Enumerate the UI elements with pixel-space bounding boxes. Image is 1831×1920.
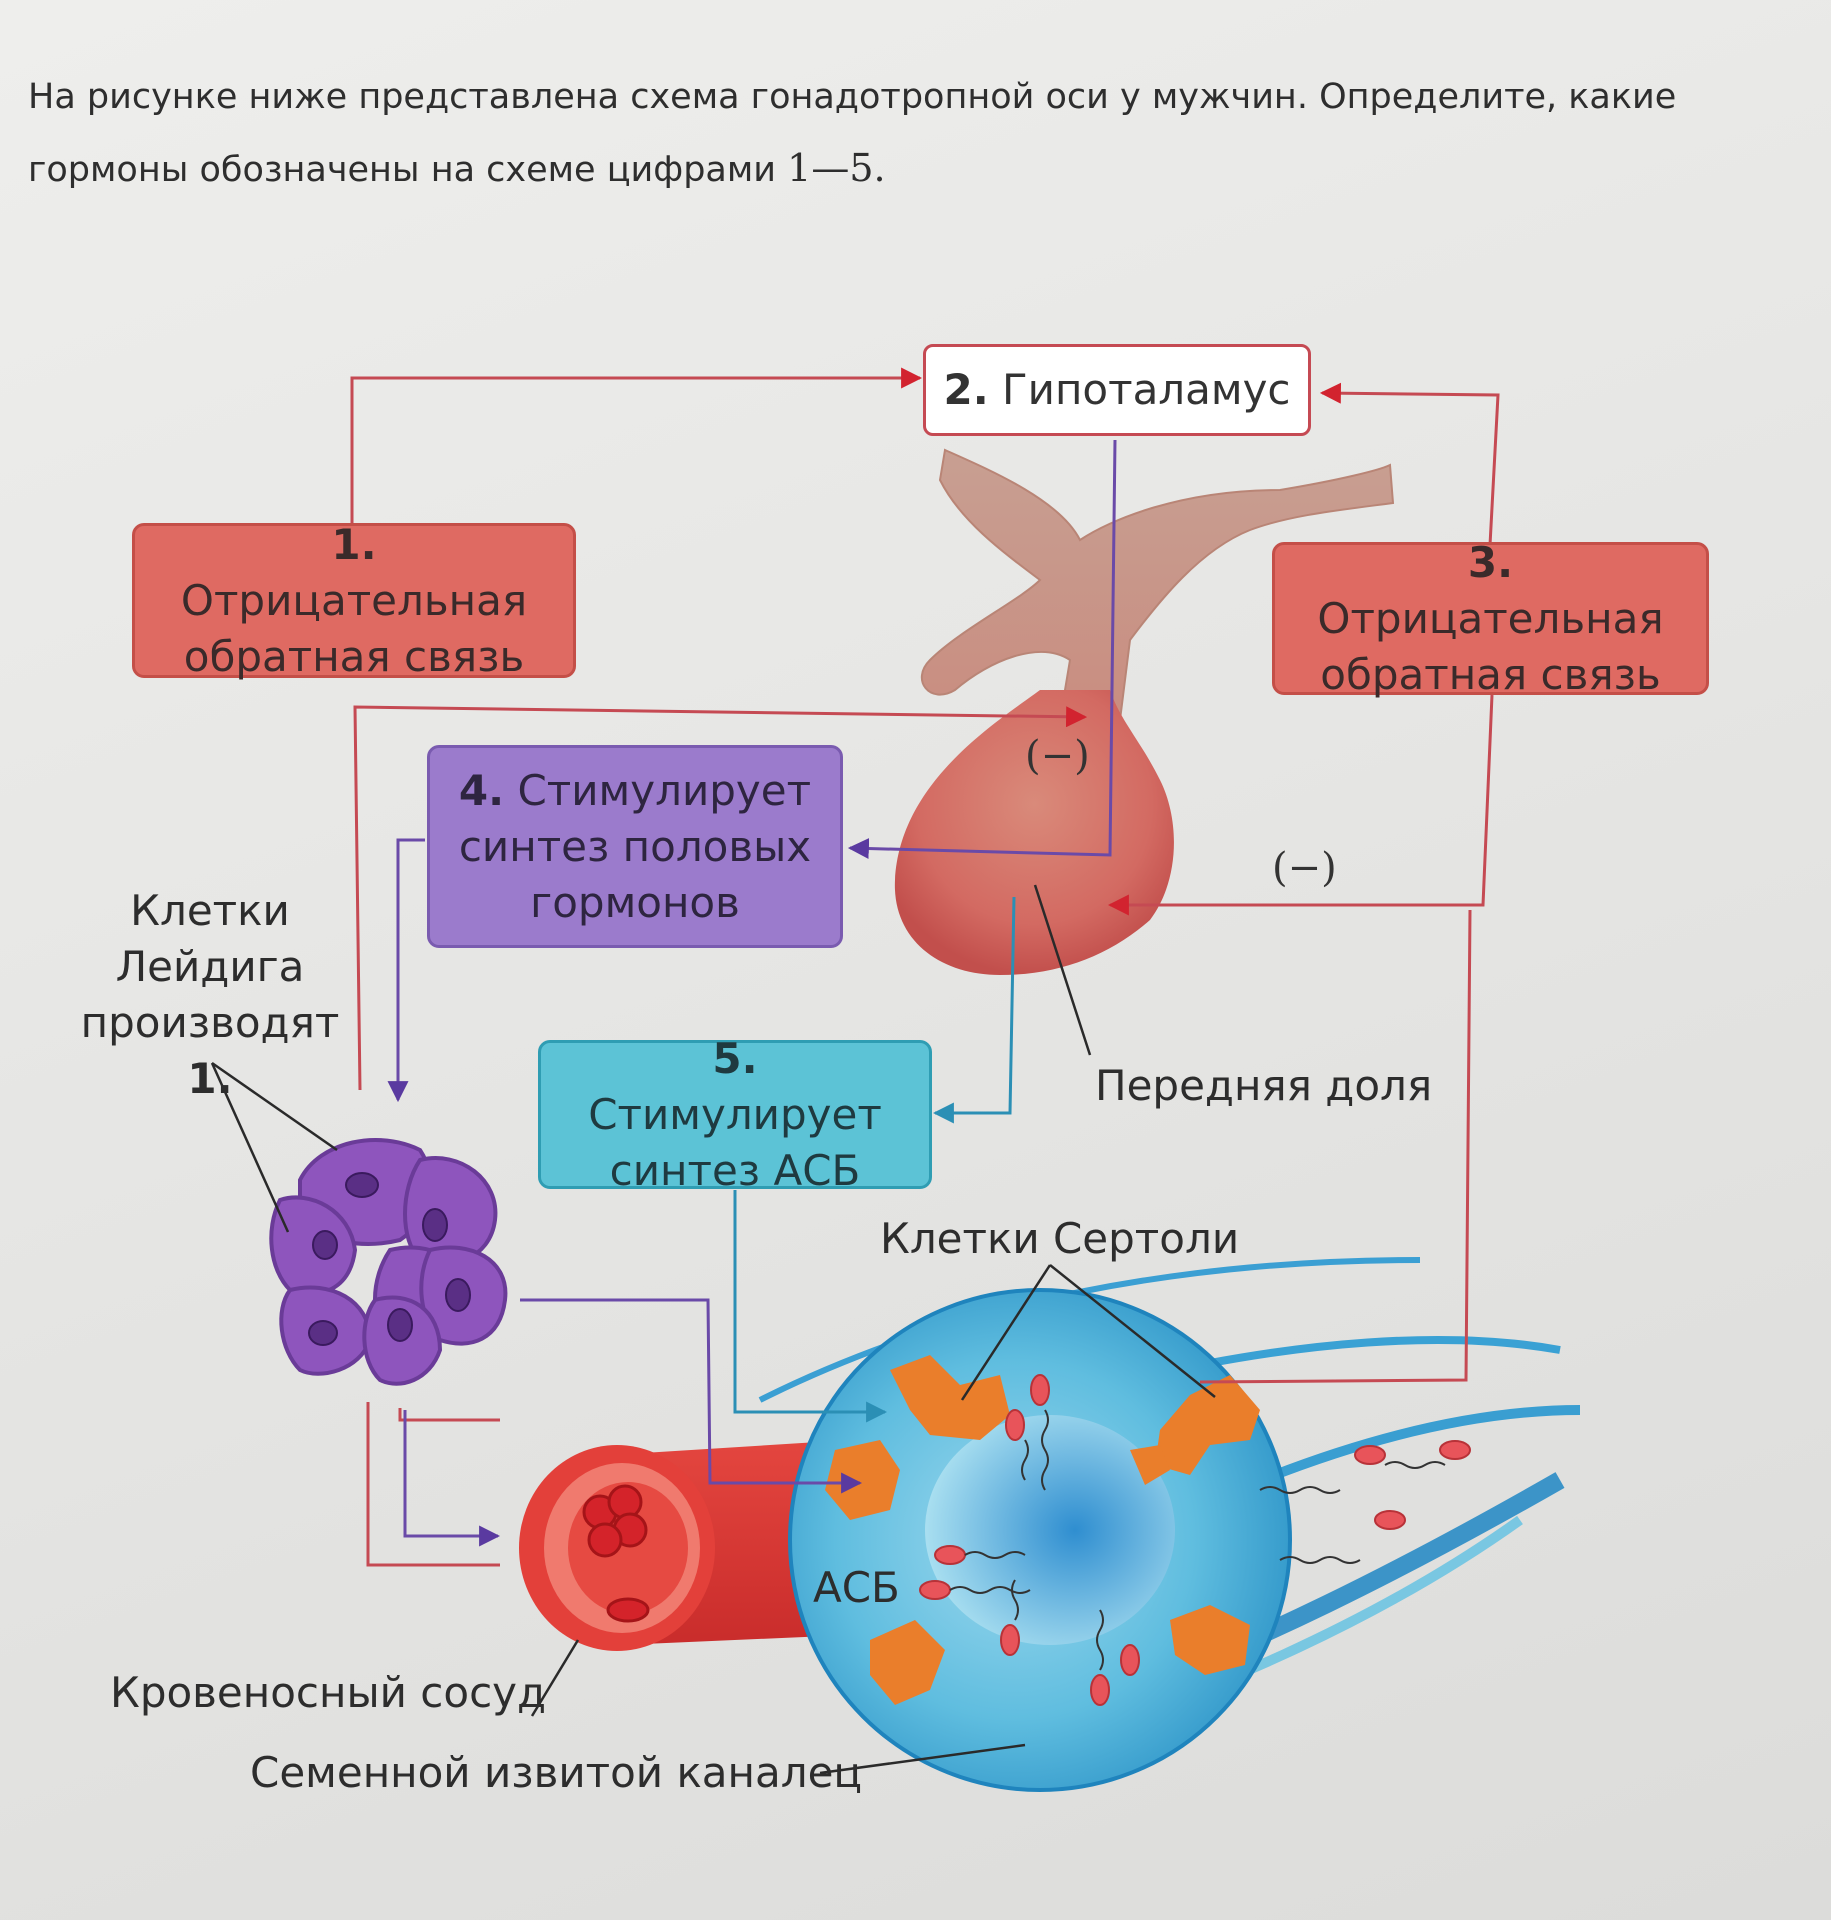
hypothalamus-box: 2. Гипоталамус [923,344,1311,436]
asb-label: АСБ [813,1563,900,1612]
sertoli-cells-label: Клетки Сертоли [880,1214,1240,1263]
leydig-text: Клетки Лейдига производят [80,886,340,1047]
seminiferous-tubule-drawing [788,1288,1471,1792]
stimulates-sex-hormones-box: 4. Стимулирует синтез половых гормонов [427,745,843,948]
minus-sign-left: (−) [1025,733,1090,779]
pointer-lines [210,884,1216,1775]
anterior-lobe-label: Передняя доля [1095,1061,1433,1110]
stim-5-number: 5. [712,1033,758,1083]
feedback-3-box: 3. Отрицательная обратная связь [1272,538,1709,699]
pituitary-drawing [894,448,1395,975]
feedback-3-number: 3. [1467,537,1514,587]
leydig-cells-drawing [269,1138,508,1386]
question-body: На рисунке ниже представлена схема гонад… [28,77,1677,190]
leydig-cells-label: Клетки Лейдига производят 1. [60,883,360,1107]
blood-vessel-drawing [519,1440,850,1651]
question-range: 1—5. [787,146,886,190]
hypothalamus-number: 2. [943,365,989,414]
stimulates-asb-box: 5. Стимулирует синтез АСБ [538,1034,932,1195]
connector-lines [350,367,1500,1567]
hypothalamus-label: Гипоталамус [1002,365,1291,414]
stim-4-label: Стимулирует синтез половых гормонов [458,765,812,927]
feedback-3-label: Отрицательная обратная связь [1317,593,1664,699]
stim-4-number: 4. [458,765,505,815]
feedback-1-label: Отрицательная обратная связь [180,575,528,681]
question-text: На рисунке ниже представлена схема гонад… [28,62,1748,206]
leydig-number: 1. [187,1054,233,1103]
minus-sign-right: (−) [1272,845,1337,891]
blood-vessel-label: Кровеносный сосуд [110,1668,547,1717]
feedback-1-number: 1. [331,519,377,569]
seminiferous-tubule-label: Семенной извитой каналец [250,1748,863,1797]
feedback-1-box: 1. Отрицательная обратная связь [132,519,576,681]
stim-5-label: Стимулирует синтез АСБ [588,1089,882,1195]
